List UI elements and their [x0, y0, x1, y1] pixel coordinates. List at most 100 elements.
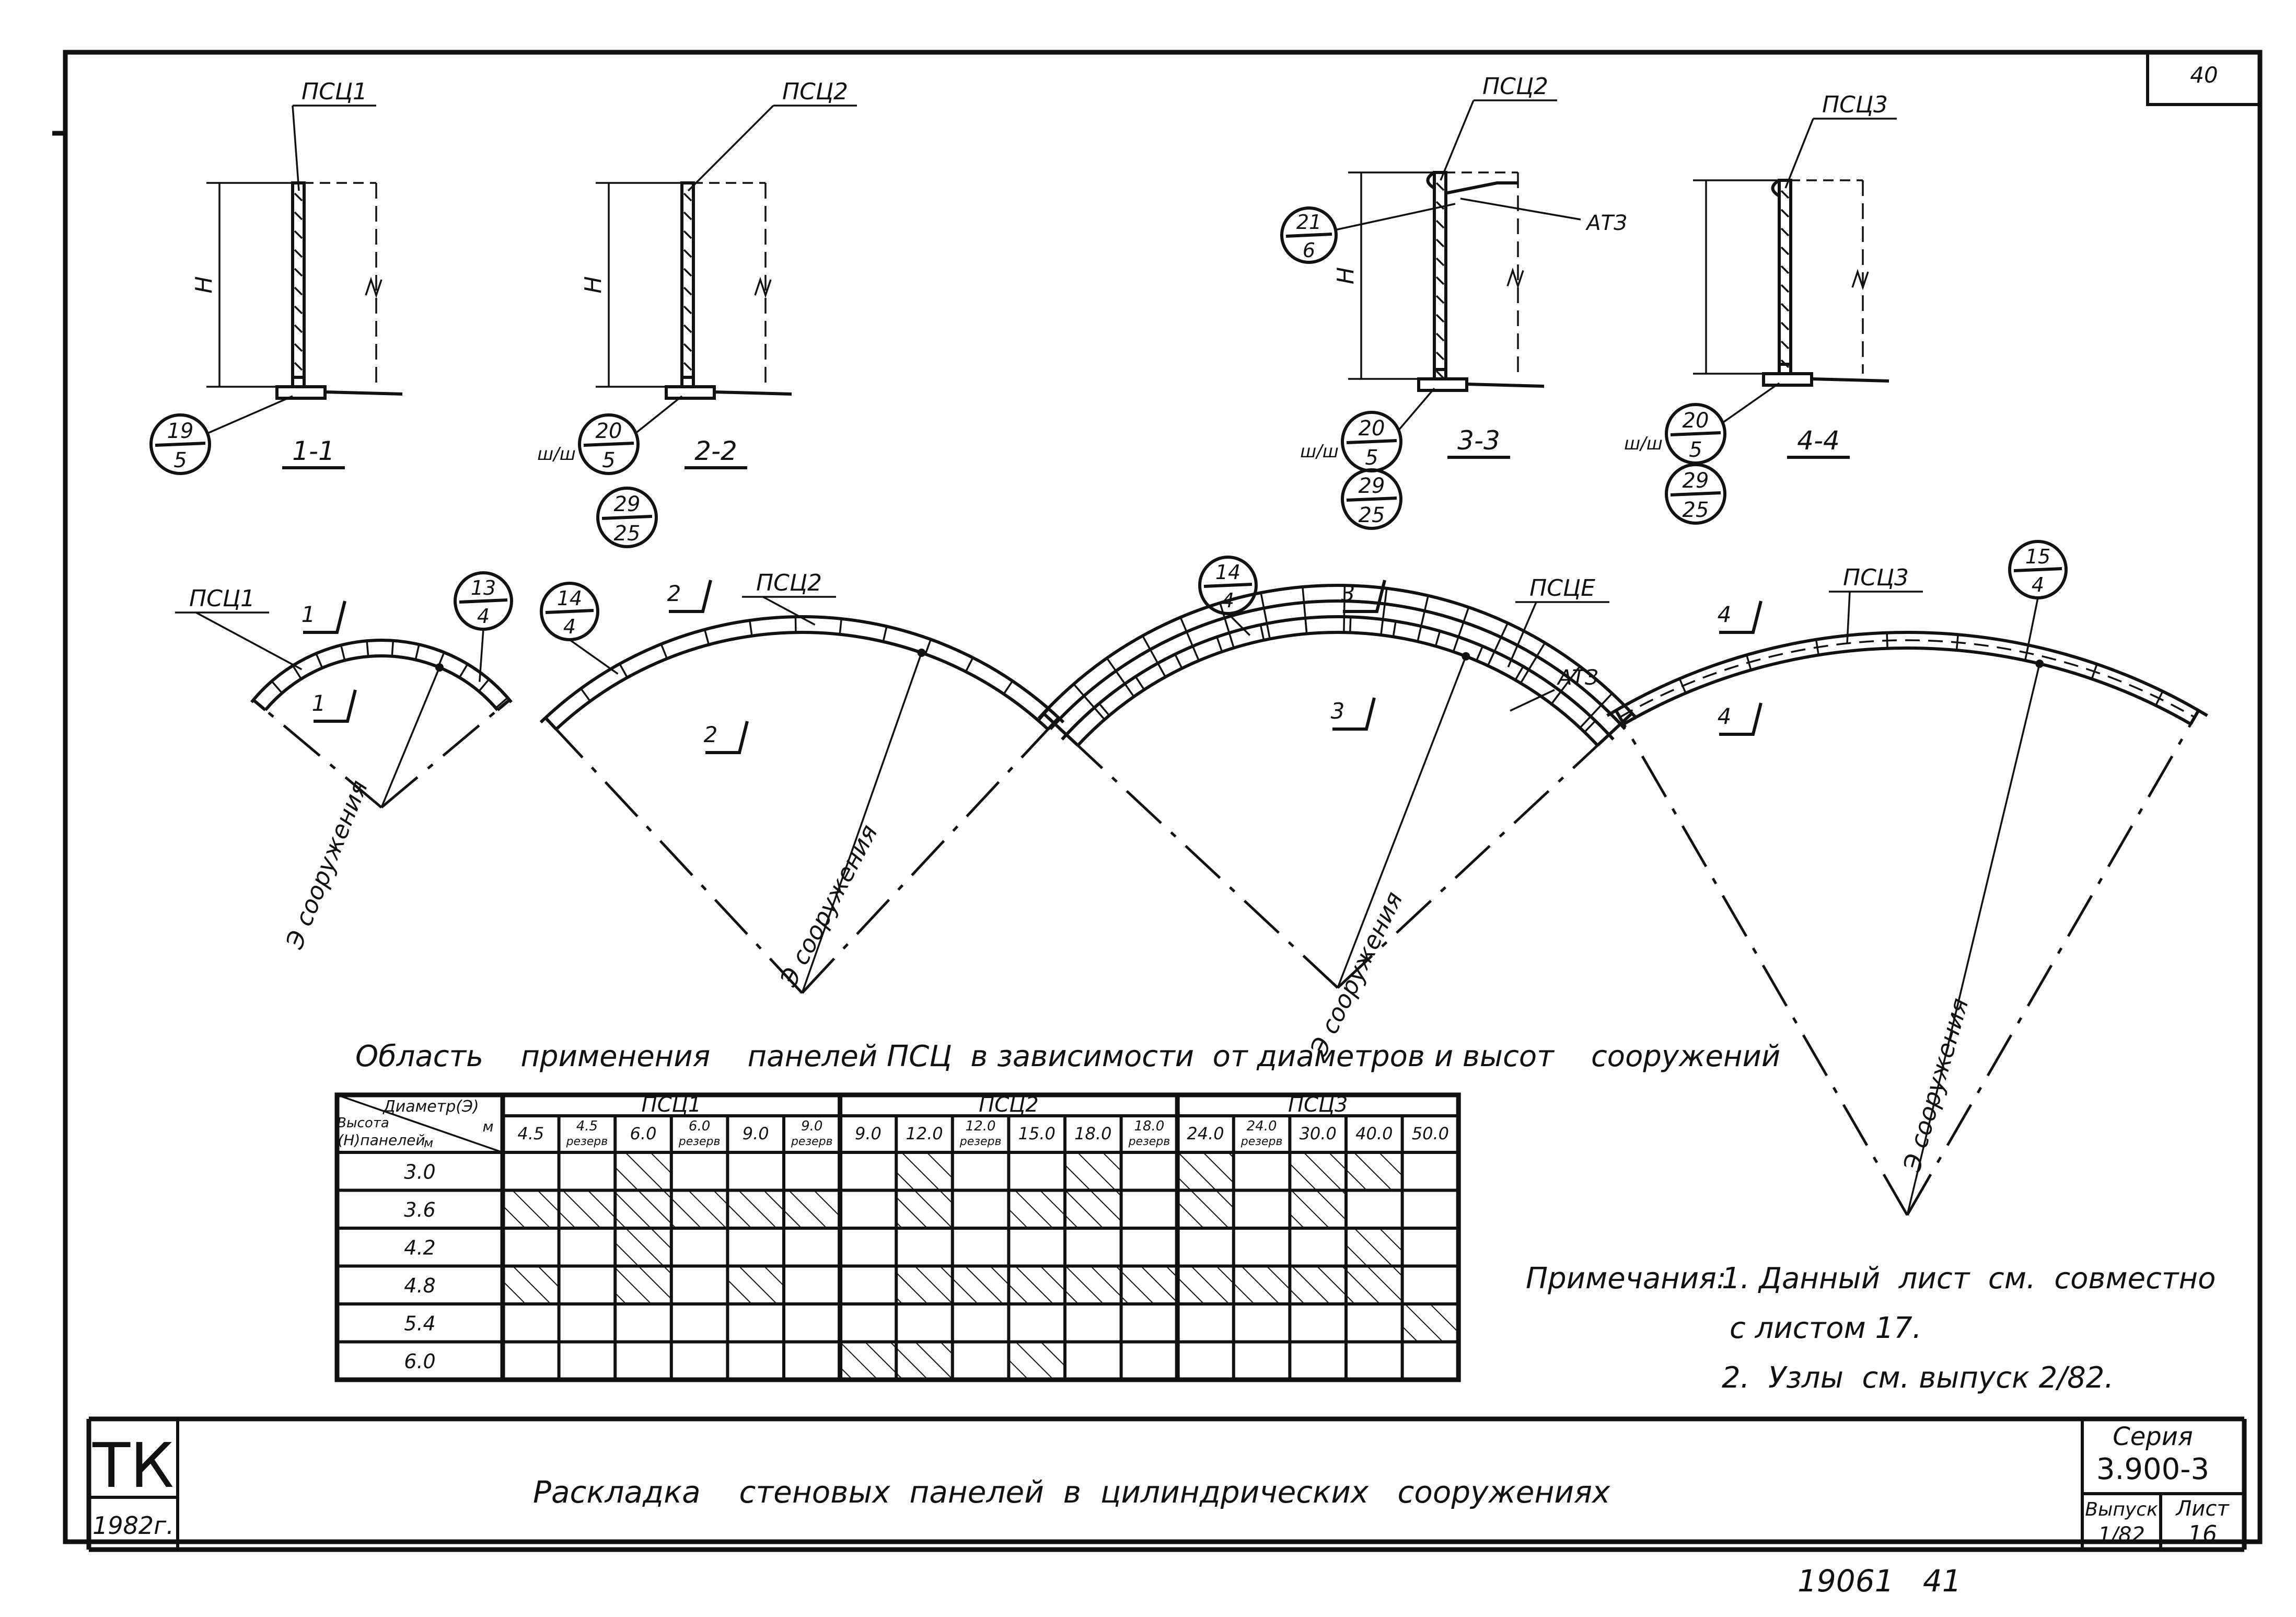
column-header: 6.0: [630, 1124, 657, 1144]
ref-numerator: 19: [167, 419, 194, 443]
ref-numerator: 29: [1359, 474, 1385, 498]
drawing-title: Раскладка стеновых панелей в цилиндричес…: [533, 1474, 1610, 1510]
column-header: 4.5: [576, 1118, 598, 1134]
column-header-note: резерв: [678, 1135, 721, 1148]
hatched-cell: [1347, 1153, 1401, 1189]
issue-value: 1/82: [2098, 1523, 2145, 1547]
ref-numerator: 14: [1215, 561, 1240, 584]
ref-denominator: 4: [2032, 573, 2044, 596]
cut-marker: 3: [1341, 580, 1386, 613]
node-ref-20-5: 205: [1341, 411, 1402, 472]
side-label: АТЗ: [1585, 211, 1627, 235]
column-header: 15.0: [1018, 1124, 1056, 1144]
column-header-note: резерв: [1240, 1135, 1283, 1148]
row-height: 3.6: [404, 1198, 435, 1221]
column-header: 6.0: [689, 1118, 710, 1134]
panel-label: ПСЦЕ: [1529, 575, 1595, 602]
hatched-cell: [616, 1229, 670, 1265]
hatched-cell: [504, 1267, 558, 1303]
notes-line-1: 1. Данный лист см. совместно: [1722, 1262, 2216, 1296]
cut-number: 3: [1331, 698, 1345, 724]
ref-denominator: 5: [1689, 438, 1702, 462]
cut-number: 4: [1718, 703, 1732, 729]
column-header: 9.0: [855, 1124, 882, 1144]
column-header-note: резерв: [1128, 1135, 1170, 1148]
joint-prefix: ш/ш: [537, 444, 576, 465]
sheet-value: 16: [2188, 1521, 2217, 1547]
height-label: H: [1332, 267, 1359, 284]
hatched-cell: [1291, 1153, 1345, 1189]
ref-denominator: 4: [477, 605, 490, 628]
hatched-cell: [616, 1191, 670, 1227]
hatched-cell: [1291, 1267, 1345, 1303]
title-block: [86, 1416, 2247, 1552]
hatched-cell: [728, 1191, 783, 1227]
hatched-cell: [1178, 1267, 1233, 1303]
hatched-cell: [897, 1343, 952, 1379]
panel-label: ПСЦ2: [756, 570, 822, 596]
ref-denominator: 25: [1683, 498, 1709, 522]
cut-marker: 4: [1718, 702, 1762, 736]
cut-marker: 2: [667, 580, 712, 613]
ref-numerator: 29: [614, 492, 641, 516]
ref-denominator: 6: [1303, 239, 1315, 262]
hatched-cell: [1066, 1267, 1120, 1303]
group-header: ПСЦ2: [979, 1093, 1039, 1117]
cut-marker: 1: [312, 689, 357, 723]
column-header: 24.0: [1187, 1124, 1224, 1144]
diameter-label: Э сооружения: [1897, 995, 1974, 1175]
ref-denominator: 5: [173, 448, 187, 472]
hatched-cell: [1178, 1191, 1233, 1227]
column-header: 18.0: [1134, 1118, 1164, 1134]
cut-number: 1: [302, 602, 316, 627]
ref-numerator: 15: [2025, 545, 2050, 568]
hatched-cell: [1122, 1267, 1177, 1303]
hatched-cell: [1066, 1153, 1120, 1189]
notes: Примечания: 1. Данный лист см. совместно…: [1526, 1262, 2216, 1395]
column-header: 9.0: [801, 1118, 822, 1134]
side-label: АТЗ: [1556, 666, 1598, 690]
hatched-cell: [1347, 1267, 1401, 1303]
diameter-label: Э сооружения: [280, 776, 374, 953]
height-label: H: [191, 276, 217, 293]
ref-denominator: 25: [1359, 503, 1385, 527]
row-height: 6.0: [404, 1350, 435, 1373]
corner-bottom-unit: м: [424, 1136, 433, 1150]
ref-numerator: 20: [596, 419, 622, 443]
ref-numerator: 14: [557, 587, 582, 610]
node-ref-15-4: 154: [2008, 540, 2068, 599]
hatched-cell: [1066, 1191, 1120, 1227]
cut-marker: 4: [1718, 600, 1762, 634]
ref-numerator: 20: [1359, 417, 1385, 441]
panel-label: ПСЦ2: [782, 78, 848, 105]
ref-numerator: 13: [471, 576, 496, 599]
cut-number: 1: [312, 690, 326, 716]
group-header: ПСЦ1: [642, 1093, 702, 1117]
column-header: 18.0: [1074, 1124, 1111, 1144]
node-ref-13-4: 134: [454, 571, 513, 631]
hatched-cell: [1178, 1153, 1233, 1189]
logo-tk: ТК: [92, 1429, 174, 1502]
height-label: H: [580, 276, 607, 293]
hatched-cell: [672, 1191, 727, 1227]
column-header: 12.0: [906, 1124, 943, 1144]
ref-denominator: 5: [602, 448, 615, 472]
hatched-cell: [897, 1267, 952, 1303]
ref-numerator: 21: [1296, 211, 1321, 234]
panel-label: ПСЦ3: [1822, 91, 1888, 118]
row-height: 5.4: [404, 1312, 435, 1335]
cut-number: 4: [1718, 602, 1732, 627]
column-header: 12.0: [966, 1118, 996, 1134]
notes-line-2: с листом 17.: [1730, 1311, 1922, 1345]
ref-numerator: 29: [1683, 469, 1709, 493]
